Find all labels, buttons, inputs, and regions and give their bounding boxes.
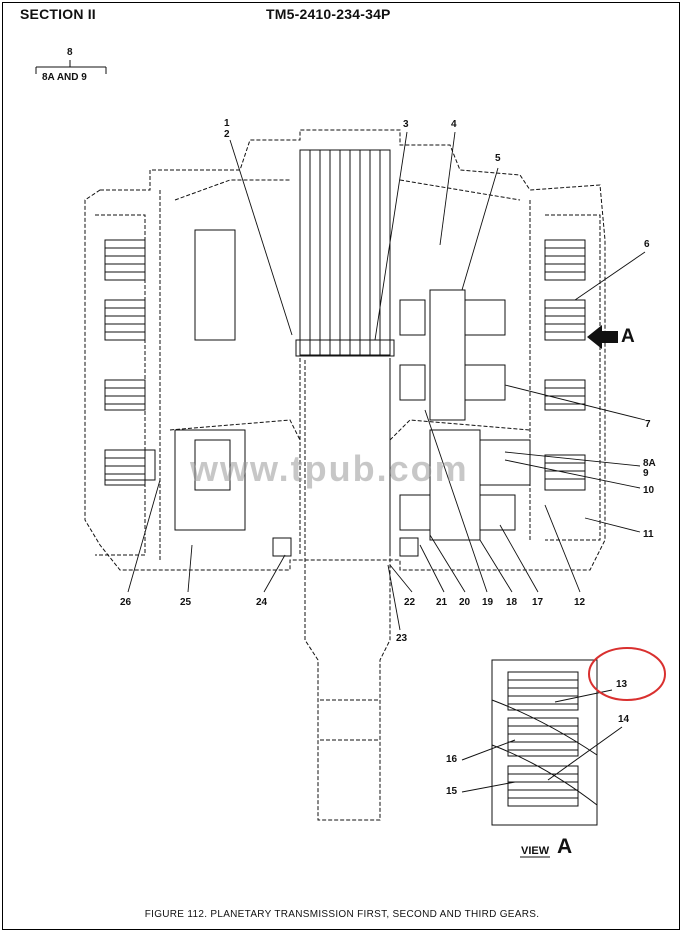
callout-15: 15 xyxy=(446,786,458,797)
callout-4: 4 xyxy=(451,119,457,130)
callout-10: 10 xyxy=(643,485,655,496)
callout-7: 7 xyxy=(645,419,651,430)
inset-view-letter: A xyxy=(557,835,573,858)
ref-key-bottom: 8A AND 9 xyxy=(42,72,87,83)
section-label: SECTION II xyxy=(20,6,96,22)
clutch-plate-stacks xyxy=(104,239,586,491)
callout-18: 18 xyxy=(506,597,518,608)
callout-8a: 8A xyxy=(643,458,656,469)
callout-12: 12 xyxy=(574,597,586,608)
callout-6: 6 xyxy=(644,239,650,250)
callout-5: 5 xyxy=(495,153,501,164)
callout-9: 9 xyxy=(643,468,649,479)
callout-19: 19 xyxy=(482,597,494,608)
view-a-inset xyxy=(461,647,666,858)
callout-25: 25 xyxy=(180,597,192,608)
view-a-arrow xyxy=(587,325,618,349)
inset-frame xyxy=(491,659,598,826)
inset-plates xyxy=(461,671,623,807)
callout-2: 2 xyxy=(224,129,230,140)
callout-17: 17 xyxy=(532,597,544,608)
callout-13: 13 xyxy=(616,679,628,690)
view-marker-letter: A xyxy=(621,326,635,347)
callout-26: 26 xyxy=(120,597,132,608)
callout-21: 21 xyxy=(436,597,448,608)
inset-view-label: VIEW xyxy=(521,845,550,857)
callout-24: 24 xyxy=(256,597,268,608)
callout-20: 20 xyxy=(459,597,471,608)
callout-16: 16 xyxy=(446,754,458,765)
highlight-circle xyxy=(588,647,666,701)
callout-14: 14 xyxy=(618,714,630,725)
figure-caption: FIGURE 112. PLANETARY TRANSMISSION FIRST… xyxy=(144,909,540,920)
callout-22: 22 xyxy=(404,597,416,608)
center-gear-assembly xyxy=(104,149,531,557)
ref-key-top: 8 xyxy=(67,47,73,58)
callout-1: 1 xyxy=(224,118,230,129)
watermark: www.tpub.com xyxy=(190,448,469,489)
document-number: TM5-2410-234-34P xyxy=(266,6,391,22)
output-shaft xyxy=(304,360,391,821)
leader-lines xyxy=(127,131,646,631)
callout-11: 11 xyxy=(643,529,654,540)
callout-3: 3 xyxy=(403,119,409,130)
housing-outline xyxy=(84,129,606,571)
callout-23: 23 xyxy=(396,633,408,644)
